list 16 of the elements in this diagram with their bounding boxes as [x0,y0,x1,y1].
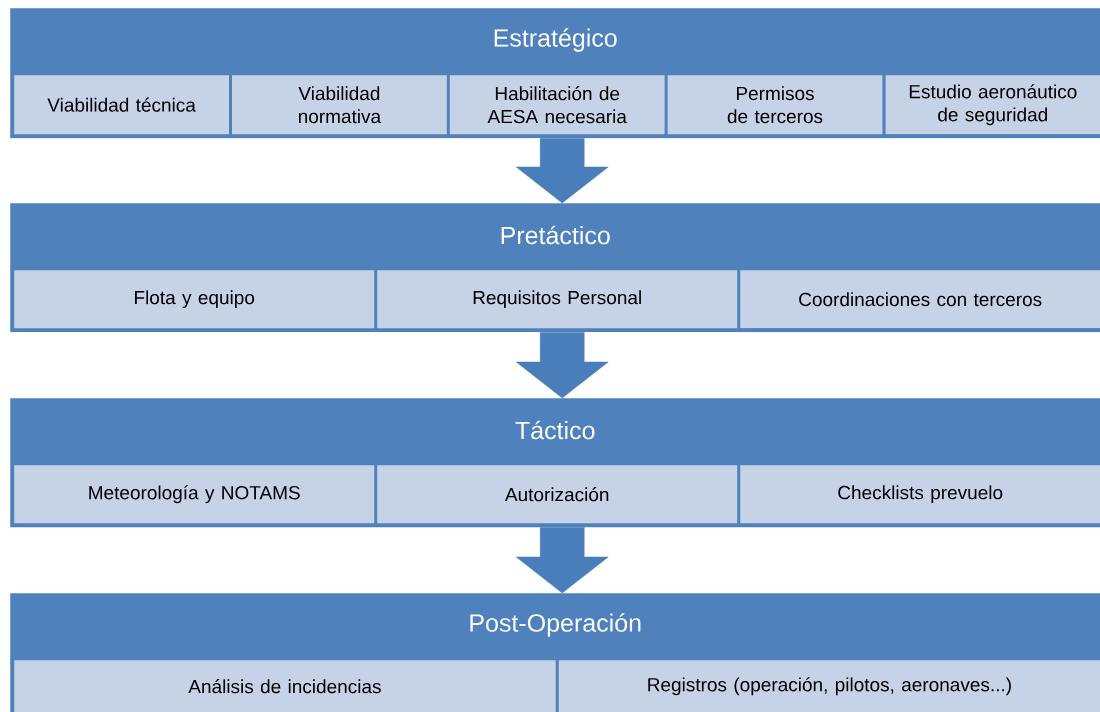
task-cell: Análisis de incidencias [14,660,556,712]
task-cell: Coordinaciones con terceros [740,270,1100,329]
task-cell: Requisitos Personal [377,270,738,329]
task-cell: Permisos de terceros [667,75,883,135]
task-cell: Meteorología y NOTAMS [14,465,375,524]
task-cell: Checklists prevuelo [740,465,1100,524]
task-cell: Autorización [377,465,738,524]
task-cell: Estudio aeronáutico de seguridad [885,75,1100,135]
task-cell: Viabilidad normativa [232,75,447,135]
block-arrow [515,332,609,399]
task-cell: Registros (operación, pilotos, aeronaves...) [558,660,1100,712]
task-cell: Habilitación de AESA necesaria [449,75,665,135]
block-arrow [515,527,609,594]
block-arrow [515,138,609,204]
task-cell: Viabilidad técnica [14,75,229,135]
task-cell: Flota y equipo [14,270,375,329]
